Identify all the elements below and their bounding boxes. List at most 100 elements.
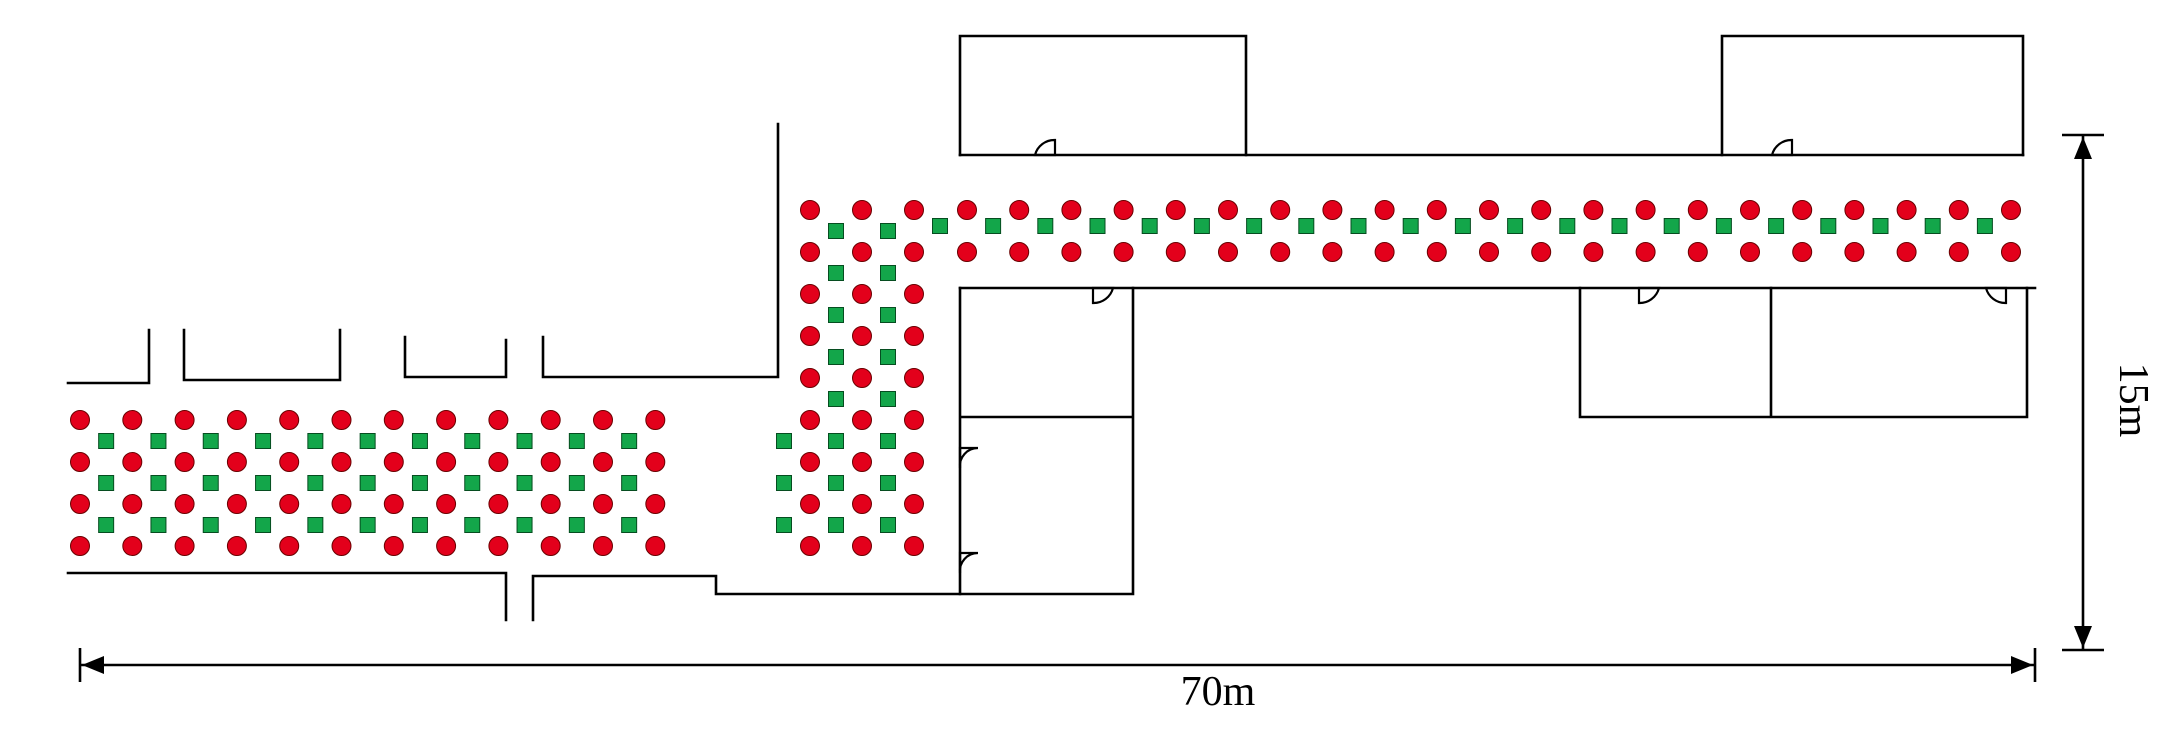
green-square-marker xyxy=(1976,218,1993,234)
red-circle-marker xyxy=(122,494,143,514)
green-square-marker xyxy=(1820,218,1837,234)
wall-left-corridor-top-1 xyxy=(66,328,151,385)
green-square-marker xyxy=(464,517,481,533)
red-circle-marker xyxy=(540,452,561,472)
red-circle-marker xyxy=(122,536,143,556)
green-square-marker xyxy=(359,433,376,449)
green-square-marker xyxy=(98,433,115,449)
width-arrowhead-right xyxy=(2011,656,2033,674)
red-circle-marker xyxy=(852,452,872,472)
green-square-marker xyxy=(411,433,428,449)
green-square-marker xyxy=(932,218,948,234)
door-room-top-right xyxy=(1770,138,1794,157)
height-arrowhead-bottom xyxy=(2074,626,2092,648)
red-circle-marker xyxy=(800,326,820,346)
green-square-marker xyxy=(880,307,896,323)
green-square-marker xyxy=(516,433,533,449)
red-circle-marker xyxy=(226,494,247,514)
red-circle-marker xyxy=(645,536,666,556)
green-square-marker xyxy=(1037,218,1054,234)
red-circle-marker xyxy=(904,410,924,430)
green-square-marker xyxy=(880,517,896,533)
red-circle-marker xyxy=(852,536,872,556)
red-circle-marker xyxy=(226,410,247,430)
wall-room-top-right xyxy=(1720,34,2025,157)
red-circle-marker xyxy=(1374,200,1395,220)
red-circle-marker xyxy=(852,200,872,220)
red-circle-marker xyxy=(800,242,820,262)
red-circle-marker xyxy=(1009,200,1030,220)
red-circle-marker xyxy=(904,242,924,262)
red-circle-marker xyxy=(383,452,404,472)
green-square-marker xyxy=(1454,218,1471,234)
red-circle-marker xyxy=(174,536,195,556)
red-circle-marker xyxy=(800,452,820,472)
green-square-marker xyxy=(1141,218,1158,234)
red-circle-marker xyxy=(1113,242,1134,262)
red-circle-marker xyxy=(593,410,613,430)
red-circle-marker xyxy=(226,536,247,556)
red-circle-marker xyxy=(852,326,872,346)
green-square-marker xyxy=(1768,218,1785,234)
red-circle-marker xyxy=(1740,200,1760,220)
height-arrowhead-top xyxy=(2074,137,2092,159)
red-circle-marker xyxy=(2001,242,2021,262)
green-square-marker xyxy=(776,517,792,533)
green-square-marker xyxy=(150,433,167,449)
green-square-marker xyxy=(1089,218,1106,234)
wall-left-corridor-bottom-1 xyxy=(66,571,508,622)
red-circle-marker xyxy=(331,452,352,472)
green-square-marker xyxy=(516,475,533,491)
red-circle-marker xyxy=(174,494,195,514)
door-room-middle-lower-1 xyxy=(958,446,979,469)
red-circle-marker xyxy=(593,452,613,472)
red-circle-marker xyxy=(331,410,352,430)
green-square-marker xyxy=(621,433,638,449)
red-circle-marker xyxy=(904,494,924,514)
red-circle-marker xyxy=(1426,200,1447,220)
wall-room-middle-left xyxy=(958,286,1135,596)
red-circle-marker xyxy=(1844,242,1865,262)
red-circle-marker xyxy=(800,368,820,388)
wall-room-lower-right xyxy=(1578,286,2029,419)
green-square-marker xyxy=(828,433,844,449)
red-circle-marker xyxy=(645,452,666,472)
red-circle-marker xyxy=(1740,242,1760,262)
red-circle-marker xyxy=(800,200,820,220)
red-circle-marker xyxy=(852,410,872,430)
green-square-marker xyxy=(828,223,844,239)
green-square-marker xyxy=(202,433,219,449)
green-square-marker xyxy=(621,517,638,533)
red-circle-marker xyxy=(279,452,300,472)
red-circle-marker xyxy=(331,536,352,556)
green-square-marker xyxy=(1298,218,1315,234)
green-square-marker xyxy=(1924,218,1941,234)
height-dimension-label: 15m xyxy=(2110,363,2156,438)
width-arrowhead-left xyxy=(82,656,104,674)
red-circle-marker xyxy=(70,452,90,472)
green-square-marker xyxy=(150,517,167,533)
doors xyxy=(958,138,2008,574)
green-square-marker xyxy=(1350,218,1367,234)
red-circle-marker xyxy=(904,200,924,220)
red-circle-marker xyxy=(1531,200,1552,220)
red-circle-marker xyxy=(593,494,613,514)
red-circle-marker xyxy=(383,410,404,430)
red-circle-marker xyxy=(1531,242,1552,262)
green-square-marker xyxy=(985,218,1002,234)
green-square-marker xyxy=(411,517,428,533)
width-dimension-label: 70m xyxy=(1181,669,1256,715)
red-circle-marker xyxy=(1322,200,1343,220)
red-circle-marker xyxy=(1113,200,1134,220)
green-square-marker xyxy=(464,433,481,449)
green-square-marker xyxy=(411,475,428,491)
red-circle-marker xyxy=(174,410,195,430)
height-dimension: 15m xyxy=(2062,133,2156,652)
red-circle-marker xyxy=(645,410,666,430)
green-square-marker xyxy=(516,517,533,533)
green-square-marker xyxy=(880,391,896,407)
red-circle-marker xyxy=(1635,242,1656,262)
door-room-top-left xyxy=(1033,138,1057,157)
green-square-marker xyxy=(307,475,324,491)
